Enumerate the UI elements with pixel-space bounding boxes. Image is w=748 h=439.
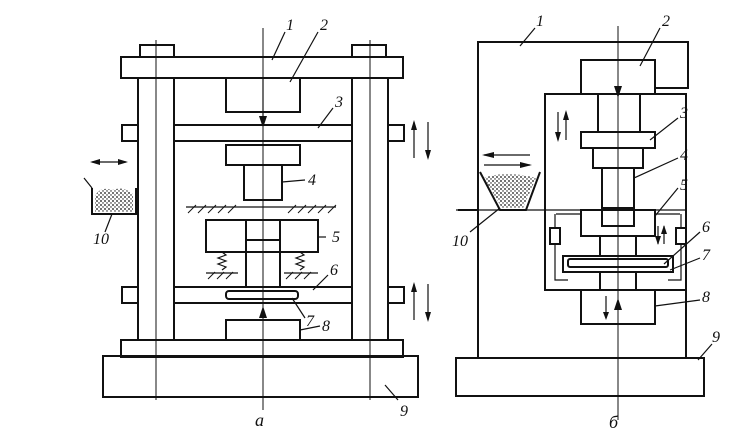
a-label-4: 4 — [308, 172, 316, 189]
b-down-force-arrowhead — [614, 86, 622, 98]
b-label-5: 5 — [680, 177, 688, 194]
a-column-cap-left — [139, 44, 175, 58]
a-label-2: 2 — [320, 17, 328, 34]
b-reciprocate-arrows-die — [655, 225, 667, 245]
b-guide-stems-lower — [554, 244, 682, 281]
b-powder-fill — [484, 174, 536, 208]
b-label-1: 1 — [536, 13, 544, 30]
a-workpiece — [225, 290, 299, 300]
b-lower-arrow-head — [603, 312, 609, 320]
b-label-2: 2 — [662, 13, 670, 30]
a-lower-crosshead — [120, 339, 404, 358]
b-base-plate — [455, 357, 705, 397]
b-top-rod — [597, 93, 641, 133]
diagram-b: 1 2 3 4 5 6 7 8 9 10 б — [452, 13, 720, 432]
a-caption: а — [255, 410, 264, 430]
a-reciprocate-arrows-upper — [411, 120, 431, 160]
a-label-1: 1 — [286, 17, 294, 34]
b-guide-right — [675, 227, 687, 245]
a-column-cap-right — [351, 44, 387, 58]
a-lug-left-upper — [121, 124, 139, 142]
a-feed-arrows — [90, 159, 128, 165]
a-label-3: 3 — [334, 94, 343, 111]
a-fixed-surface-upper-hatch — [187, 204, 337, 214]
b-leader-lines — [469, 27, 713, 361]
b-up-force-arrowhead — [614, 298, 622, 310]
b-guide-left — [549, 227, 561, 245]
a-die — [205, 219, 319, 253]
a-spring-left — [216, 251, 228, 271]
b-label-7: 7 — [702, 247, 711, 264]
a-leader-lines — [104, 31, 399, 401]
b-label-8: 8 — [702, 289, 710, 306]
a-fixed-surface-lower-hatch — [207, 271, 312, 280]
b-caption: б — [609, 412, 619, 432]
a-lug-left-lower — [121, 286, 139, 304]
a-lug-right-lower — [387, 286, 405, 304]
a-lug-right-upper — [387, 124, 405, 142]
a-label-5: 5 — [332, 229, 340, 246]
a-powder-fill — [95, 188, 133, 212]
a-spring-right — [294, 251, 306, 271]
a-label-9: 9 — [400, 403, 408, 420]
b-label-6: 6 — [702, 219, 710, 236]
a-label-8: 8 — [322, 318, 330, 335]
a-label-7: 7 — [306, 313, 315, 330]
b-guide-stems-upper — [554, 214, 682, 228]
a-up-force-arrowhead — [259, 306, 267, 318]
a-base-plate — [102, 355, 419, 398]
b-label-4: 4 — [680, 147, 688, 164]
b-feed-arrows — [482, 152, 532, 168]
b-label-9: 9 — [712, 329, 720, 346]
b-label-3: 3 — [679, 105, 688, 122]
b-label-10: 10 — [452, 233, 468, 250]
b-reciprocate-arrows-upper — [555, 110, 569, 142]
diagram-a: 1 2 3 4 5 6 7 8 9 10 а — [83, 17, 431, 430]
a-top-crosshead — [120, 56, 404, 79]
a-feed-shoe — [91, 188, 137, 215]
a-reciprocate-arrows-lower — [411, 282, 431, 322]
a-down-force-arrowhead — [259, 116, 267, 128]
a-label-6: 6 — [330, 262, 338, 279]
a-feed-shoe-edge — [83, 177, 93, 189]
a-label-10: 10 — [93, 231, 109, 248]
